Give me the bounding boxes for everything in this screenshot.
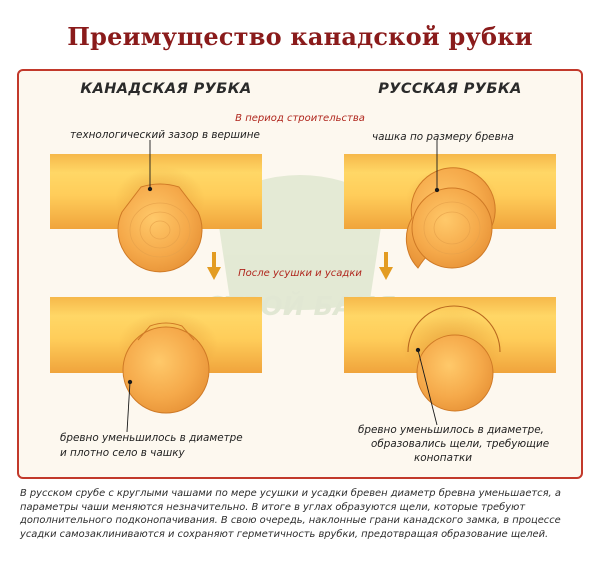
- russian-bottom-label-2: образовались щели, требующие: [371, 438, 549, 450]
- russian-heading: РУССКАЯ РУБКА: [378, 81, 522, 97]
- russian-bottom-label-1: бревно уменьшилось в диаметре,: [358, 424, 544, 436]
- comparison-panel: [17, 69, 583, 479]
- explanation-note: В русском срубе с круглыми чашами по мер…: [20, 488, 561, 540]
- canadian-bottom-label-2: и плотно село в чашку: [60, 447, 185, 459]
- russian-log-rings: [423, 201, 481, 255]
- canadian-top-label: технологический зазор в вершине: [70, 129, 260, 141]
- canadian-joint-after: бревно уменьшилось в диаметре и плотно с…: [50, 297, 262, 459]
- russian-log-top-circle: [411, 187, 493, 269]
- stage-after-label: После усушки и усадки: [238, 268, 362, 279]
- canadian-log-bottom: [122, 326, 210, 414]
- russian-log-bottom: [416, 334, 494, 412]
- canadian-log-top: [117, 183, 203, 273]
- russian-arrow: [379, 252, 393, 280]
- canadian-arrow: [207, 252, 221, 280]
- russian-joint-after: бревно уменьшилось в диаметре, образовал…: [344, 297, 556, 464]
- stage-during-label: В период строительства: [235, 113, 365, 124]
- page-title: Преимущество канадской рубки: [67, 22, 533, 51]
- canadian-joint-before: технологический зазор в вершине: [50, 129, 262, 273]
- russian-joint-before: чашка по размеру бревна: [344, 131, 556, 269]
- canadian-log-rings: [129, 202, 191, 258]
- russian-top-label: чашка по размеру бревна: [372, 131, 514, 143]
- canadian-heading: КАНАДСКАЯ РУБКА: [80, 81, 251, 97]
- russian-bottom-label-3: конопатки: [414, 452, 472, 464]
- canadian-bottom-label-1: бревно уменьшилось в диаметре: [60, 432, 243, 444]
